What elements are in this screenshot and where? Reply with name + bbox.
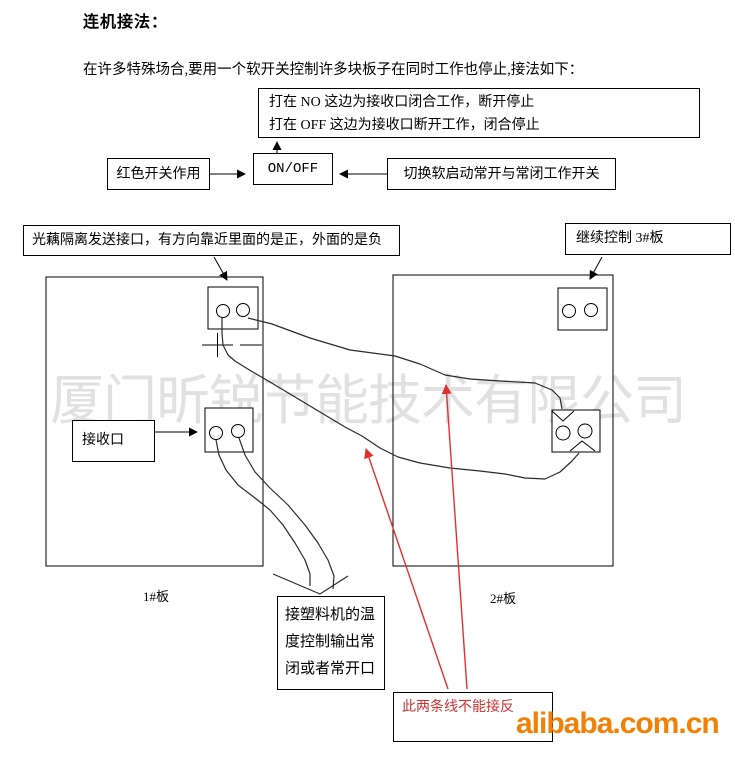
board2-receive-connector bbox=[551, 409, 601, 453]
pin-right bbox=[577, 423, 593, 439]
pin-left bbox=[562, 304, 576, 318]
no-off-explanation-box: 打在 NO 这边为接收口闭合工作，断开停止 打在 OFF 这边为接收口断开工作，… bbox=[258, 88, 700, 138]
plus-symbol bbox=[202, 333, 233, 357]
onoff-switch-box: ON/OFF bbox=[253, 153, 333, 185]
toggle-note: 切换软启动常开与常闭工作开关 bbox=[403, 166, 600, 182]
red-switch-note: 红色开关作用 bbox=[116, 166, 201, 182]
board1-send-connector bbox=[207, 286, 259, 330]
wire-receive-left-to-plastic bbox=[215, 439, 311, 586]
opto-callout-box: 光藕隔离发送接口，有方向靠近里面的是正，外面的是负 bbox=[23, 225, 400, 256]
board1-receive-connector bbox=[204, 407, 254, 453]
board1-label: 1#板 bbox=[143, 589, 170, 604]
board2-outline bbox=[392, 274, 614, 567]
no-line: 打在 NO 这边为接收口闭合工作，断开停止 bbox=[269, 95, 535, 110]
wire-arrowhead-into-top bbox=[551, 410, 575, 422]
plastic-machine-note: 接塑料机的温度控制输出常闭或者常开口 bbox=[285, 607, 376, 677]
pin-right bbox=[231, 424, 245, 438]
off-line: 打在 OFF 这边为接收口断开工作，闭合停止 bbox=[269, 118, 540, 133]
intro-text: 在许多特殊场合,要用一个软开关控制许多块板子在同时工作也停止,接法如下： bbox=[83, 62, 584, 78]
warning-text: 此两条线不能接反 bbox=[402, 700, 514, 715]
red-arrow-to-lower-wire bbox=[364, 448, 449, 690]
warning-box: 此两条线不能接反 bbox=[393, 692, 553, 742]
continue-callout: 继续控制 3#板 bbox=[576, 231, 664, 246]
board2-send-connector bbox=[557, 287, 608, 331]
pin-left bbox=[209, 426, 223, 440]
wire-board1pos-to-board2-receive bbox=[247, 317, 563, 410]
arrow-opto-to-connector bbox=[213, 256, 228, 281]
arrow-continue-to-connector bbox=[589, 256, 603, 280]
alibaba-watermark: alibaba.com.cn bbox=[516, 707, 720, 740]
board1-outline bbox=[45, 276, 264, 567]
pin-positive bbox=[216, 304, 230, 318]
plastic-machine-note-box: 接塑料机的温度控制输出常闭或者常开口 bbox=[277, 596, 385, 690]
opto-callout: 光藕隔离发送接口，有方向靠近里面的是正，外面的是负 bbox=[32, 233, 382, 248]
receive-port-box: 接收口 bbox=[72, 420, 155, 462]
wire-board1neg-to-board2-receive bbox=[221, 318, 580, 480]
board2-label: 2#板 bbox=[490, 591, 517, 606]
receive-port-label: 接收口 bbox=[82, 433, 124, 448]
toggle-note-box: 切换软启动常开与常闭工作开关 bbox=[387, 158, 616, 190]
wire-receive-right-to-plastic bbox=[238, 437, 335, 590]
pin-right bbox=[584, 303, 598, 317]
onoff-label: ON/OFF bbox=[267, 160, 319, 177]
continue-callout-box: 继续控制 3#板 bbox=[565, 223, 731, 255]
pin-negative bbox=[236, 303, 250, 317]
pin-left bbox=[555, 425, 571, 441]
page-title: 连机接法： bbox=[83, 14, 169, 31]
wire-arrowhead-into-bottom bbox=[569, 440, 596, 452]
red-arrow-to-upper-wire bbox=[441, 384, 468, 690]
arrowhead-into-plastic-box bbox=[272, 573, 349, 595]
red-switch-note-box: 红色开关作用 bbox=[107, 158, 210, 190]
